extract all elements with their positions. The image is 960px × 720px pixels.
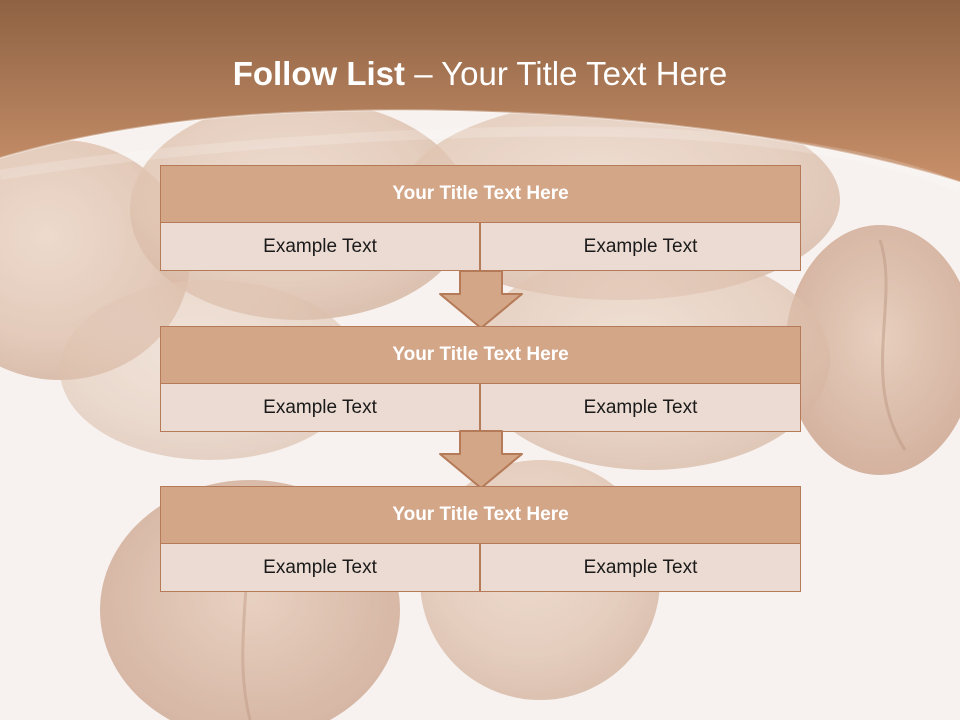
block-cell-left[interactable]: Example Text [160, 543, 480, 592]
block-cell-right[interactable]: Example Text [480, 383, 801, 432]
down-arrow-icon [439, 430, 523, 489]
block-cell-left[interactable]: Example Text [160, 222, 480, 271]
block-cell-right[interactable]: Example Text [480, 543, 801, 592]
block-title[interactable]: Your Title Text Here [160, 486, 801, 544]
block-cell-left[interactable]: Example Text [160, 383, 480, 432]
slide-title: Follow List – Your Title Text Here [0, 52, 960, 96]
block-title[interactable]: Your Title Text Here [160, 165, 801, 223]
title-rest: – Your Title Text Here [414, 55, 728, 92]
block-cell-right[interactable]: Example Text [480, 222, 801, 271]
down-arrow-icon [439, 270, 523, 329]
title-bold: Follow List [232, 55, 406, 92]
block-title[interactable]: Your Title Text Here [160, 326, 801, 384]
